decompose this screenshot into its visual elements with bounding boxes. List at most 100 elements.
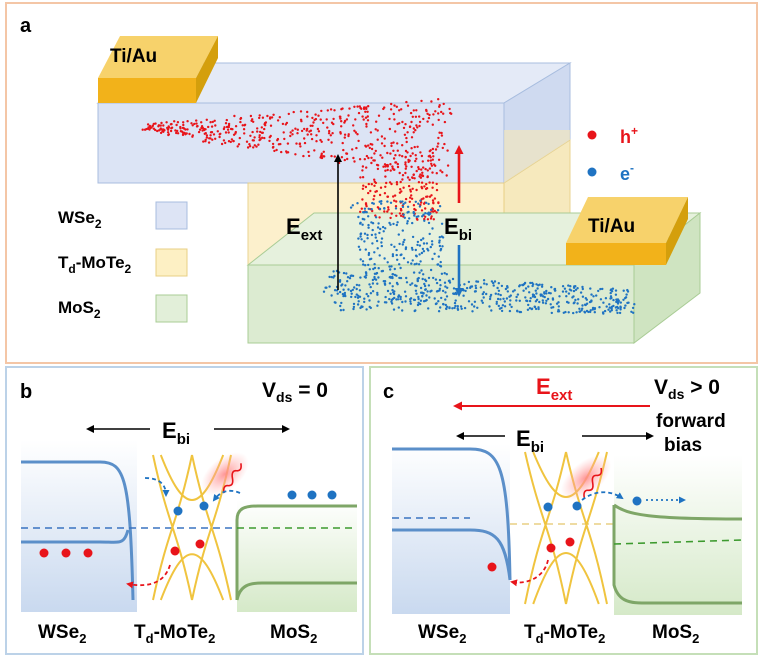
hole-dot [300, 120, 303, 123]
hole-dot [374, 181, 378, 185]
electron-dot [377, 276, 380, 279]
electron-dot [561, 285, 565, 288]
hole-dot [296, 128, 299, 131]
hole-dot [415, 109, 418, 112]
electron-dot [561, 290, 565, 293]
hole-dot [282, 131, 285, 134]
electron-dot [473, 300, 477, 303]
electron-dot [352, 307, 355, 311]
hole-dot [395, 200, 398, 203]
hole-dot [426, 169, 429, 172]
electron-dot [451, 277, 455, 281]
hole-dot [249, 134, 252, 137]
panel-b-wse2-valence-band [21, 529, 130, 544]
electron-dot [357, 237, 360, 240]
panel-b-electron-dot [307, 490, 317, 500]
electron-dot [581, 295, 585, 298]
hole-dot [392, 149, 395, 152]
electron-dot [386, 200, 389, 203]
electron-dot [572, 302, 575, 305]
hole-dot [422, 166, 425, 169]
electron-dot [630, 310, 633, 313]
hole-dot [410, 194, 413, 197]
electron-dot [481, 292, 484, 296]
panel-b-electron-dot [173, 506, 183, 516]
hole-dot [342, 148, 345, 152]
electron-dot [544, 302, 548, 305]
electron-dot [429, 208, 433, 211]
electron-dot [492, 284, 495, 287]
legend-wse2-label: WSe2 [58, 208, 102, 231]
electron-dot [382, 280, 385, 283]
electron-dot [463, 283, 466, 286]
hole-dot [443, 142, 446, 146]
electron-dot [393, 290, 396, 293]
hole-dot [431, 181, 435, 184]
electron-dot [541, 299, 544, 302]
hole-dot [277, 143, 281, 146]
hole-dot [414, 115, 418, 119]
electron-dot [422, 250, 426, 253]
electron-dot [599, 298, 603, 301]
hole-dot [376, 167, 380, 171]
electron-dot [422, 292, 425, 295]
electron-dot [536, 287, 539, 290]
electron-dot [369, 285, 372, 289]
electron-dot [518, 299, 521, 302]
electron-dot [370, 208, 373, 211]
electron-dot [420, 269, 423, 272]
hole-dot [229, 127, 233, 131]
electron-dot [404, 201, 407, 204]
hole-dot [376, 138, 379, 141]
electron-dot [454, 304, 457, 308]
hole-dot [370, 161, 373, 165]
electron-dot [567, 284, 570, 287]
electron-dot [485, 292, 488, 296]
electron-dot [524, 287, 528, 290]
electron-dot [410, 262, 413, 265]
hole-dot [169, 123, 173, 126]
electron-dot [419, 302, 422, 306]
electron-dot [433, 297, 436, 300]
electron-dot [411, 259, 414, 262]
hole-dot [292, 110, 295, 114]
hole-dot [181, 133, 185, 137]
hole-dot [181, 131, 185, 135]
electron-dot [398, 263, 401, 266]
electron-dot [340, 284, 343, 287]
hole-dot [374, 128, 377, 131]
hole-dot [394, 205, 398, 208]
electron-dot [438, 244, 442, 248]
electron-dot [563, 287, 567, 290]
electron-dot [552, 306, 555, 309]
electron-dot [541, 295, 545, 298]
panel-c-bias-line1: forward [656, 411, 726, 432]
hole-dot [224, 122, 228, 125]
hole-dot [432, 113, 435, 116]
hole-dot [395, 183, 399, 186]
hole-dot [326, 109, 329, 112]
electron-dot [424, 279, 428, 283]
hole-dot [435, 211, 438, 214]
hole-dot [269, 124, 273, 127]
electron-dot [591, 306, 595, 310]
hole-dot [431, 151, 434, 155]
electron-dot [423, 282, 426, 286]
electron-dot [614, 293, 618, 296]
hole-dot [191, 124, 194, 127]
electron-dot [393, 267, 396, 271]
electron-dot [419, 260, 422, 263]
electron-dot [489, 295, 492, 298]
electron-dot [467, 280, 471, 284]
hole-dot [176, 129, 179, 133]
hole-dot [385, 181, 388, 185]
electron-dot [384, 227, 387, 230]
hole-dot [356, 133, 359, 136]
electron-dot [373, 275, 376, 279]
hole-dot [420, 181, 424, 184]
panel-c-wse2-conduction-band [392, 447, 512, 581]
hole-dot [154, 128, 157, 132]
electron-dot [373, 251, 376, 254]
hole-dot [213, 119, 216, 123]
electron-dot [342, 288, 345, 291]
